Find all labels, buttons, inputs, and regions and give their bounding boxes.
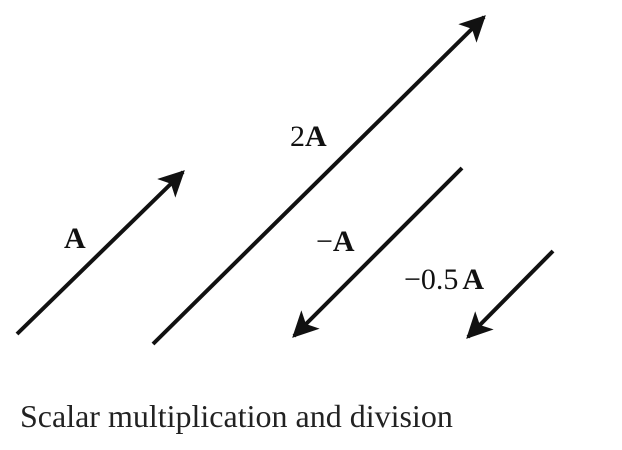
vector-neg-a-label: −A xyxy=(316,227,355,257)
vector-neg-half-a-coefficient: −0.5 xyxy=(404,263,459,296)
vector-a-label: A xyxy=(64,224,86,254)
vector-2a-name: A xyxy=(305,120,327,153)
vector-2a-coefficient: 2 xyxy=(290,120,305,153)
vector-a-arrow xyxy=(15,170,185,336)
vector-neg-half-a-name: A xyxy=(462,263,485,296)
vector-2a-label: 2A xyxy=(290,122,327,152)
vector-neg-half-a-arrow xyxy=(466,249,555,339)
vector-2a-arrow xyxy=(151,15,486,346)
figure-caption: Scalar multiplication and division xyxy=(20,398,453,434)
vector-neg-a-name: A xyxy=(332,225,355,258)
vector-a-name: A xyxy=(64,222,86,255)
vector-neg-a-coefficient: − xyxy=(316,225,333,258)
vector-neg-a-arrow xyxy=(292,166,464,338)
